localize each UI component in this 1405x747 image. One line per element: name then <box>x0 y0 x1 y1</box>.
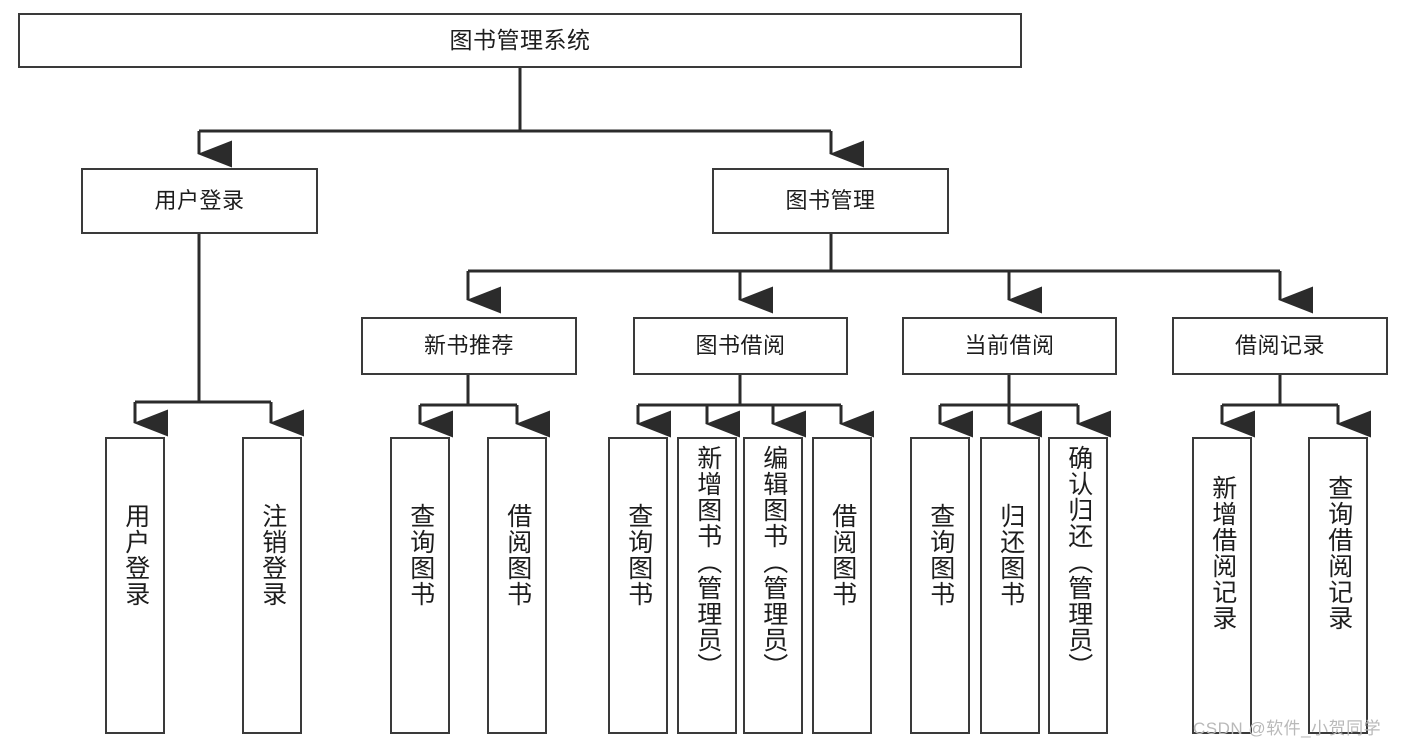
node-leaf-query-book-2[interactable]: 查询图书 <box>608 437 668 734</box>
node-new-book-recommend[interactable]: 新书推荐 <box>361 317 577 375</box>
node-leaf-query-book-2-label: 查询图书 <box>624 503 653 607</box>
node-new-book-recommend-label: 新书推荐 <box>423 333 514 359</box>
node-current-borrow-label: 当前借阅 <box>964 333 1055 359</box>
node-leaf-return-book[interactable]: 归还图书 <box>980 437 1040 734</box>
node-leaf-query-book-3[interactable]: 查询图书 <box>910 437 970 734</box>
node-leaf-edit-book[interactable]: 编辑图书（管理员） <box>743 437 803 734</box>
node-book-borrow-label: 图书借阅 <box>695 333 786 359</box>
node-root[interactable]: 图书管理系统 <box>18 13 1022 68</box>
node-leaf-confirm-return-label: 确认归还（管理员） <box>1064 445 1093 679</box>
node-leaf-query-record-label: 查询借阅记录 <box>1324 475 1353 631</box>
node-book-manage[interactable]: 图书管理 <box>712 168 949 234</box>
node-leaf-borrow-book-1[interactable]: 借阅图书 <box>487 437 547 734</box>
node-book-manage-label: 图书管理 <box>785 188 876 214</box>
watermark: CSDN @软件_小贺同学 <box>1193 719 1382 738</box>
node-user-login-label: 用户登录 <box>154 188 245 214</box>
node-leaf-borrow-book-1-label: 借阅图书 <box>503 503 532 607</box>
node-leaf-borrow-book-2-label: 借阅图书 <box>828 503 857 607</box>
node-leaf-user-login-label: 用户登录 <box>121 503 150 607</box>
node-leaf-confirm-return[interactable]: 确认归还（管理员） <box>1048 437 1108 734</box>
node-leaf-query-book-1[interactable]: 查询图书 <box>390 437 450 734</box>
node-leaf-logout-login[interactable]: 注销登录 <box>242 437 302 734</box>
node-book-borrow[interactable]: 图书借阅 <box>633 317 848 375</box>
node-borrow-record[interactable]: 借阅记录 <box>1172 317 1388 375</box>
node-leaf-borrow-book-2[interactable]: 借阅图书 <box>812 437 872 734</box>
node-leaf-add-book[interactable]: 新增图书（管理员） <box>677 437 737 734</box>
node-leaf-query-book-1-label: 查询图书 <box>406 503 435 607</box>
node-user-login[interactable]: 用户登录 <box>81 168 318 234</box>
node-leaf-add-book-label: 新增图书（管理员） <box>693 445 722 679</box>
node-current-borrow[interactable]: 当前借阅 <box>902 317 1117 375</box>
node-leaf-add-record[interactable]: 新增借阅记录 <box>1192 437 1252 734</box>
node-leaf-query-book-3-label: 查询图书 <box>926 503 955 607</box>
node-leaf-user-login[interactable]: 用户登录 <box>105 437 165 734</box>
node-root-label: 图书管理系统 <box>449 26 591 53</box>
node-leaf-edit-book-label: 编辑图书（管理员） <box>759 445 788 679</box>
node-leaf-query-record[interactable]: 查询借阅记录 <box>1308 437 1368 734</box>
node-borrow-record-label: 借阅记录 <box>1234 333 1325 359</box>
node-leaf-add-record-label: 新增借阅记录 <box>1208 475 1237 631</box>
node-leaf-return-book-label: 归还图书 <box>996 503 1025 607</box>
node-leaf-logout-login-label: 注销登录 <box>258 503 287 607</box>
